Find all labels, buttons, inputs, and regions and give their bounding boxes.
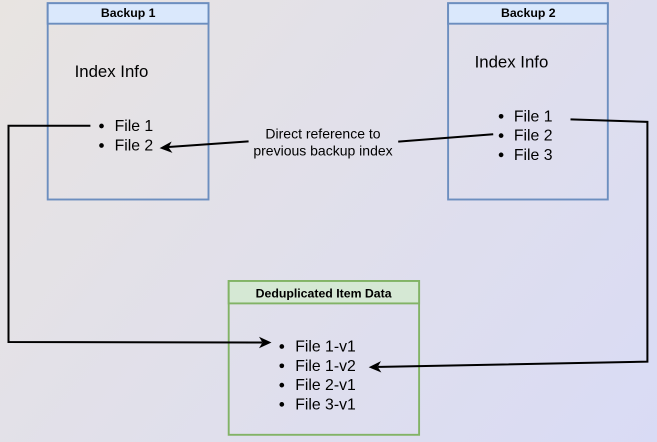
- svg-text:File 2: File 2: [115, 138, 154, 155]
- svg-text:previous backup index: previous backup index: [253, 143, 392, 159]
- svg-text:File 1-v2: File 1-v2: [295, 358, 356, 375]
- svg-text:Index Info: Index Info: [475, 52, 549, 71]
- svg-text:File 1: File 1: [514, 108, 553, 125]
- svg-text:Deduplicated Item Data: Deduplicated Item Data: [256, 286, 392, 300]
- svg-text:File 1-v1: File 1-v1: [295, 339, 356, 356]
- svg-text:File 1: File 1: [115, 118, 154, 135]
- svg-text:File 2-v1: File 2-v1: [295, 377, 356, 394]
- svg-text:Direct reference to: Direct reference to: [265, 125, 380, 141]
- svg-text:File 3-v1: File 3-v1: [295, 397, 356, 414]
- svg-text:File 3: File 3: [514, 147, 553, 164]
- svg-text:Backup 2: Backup 2: [501, 6, 556, 20]
- svg-text:File 2: File 2: [514, 128, 553, 145]
- svg-text:Index Info: Index Info: [75, 62, 149, 81]
- svg-text:Backup 1: Backup 1: [101, 6, 156, 20]
